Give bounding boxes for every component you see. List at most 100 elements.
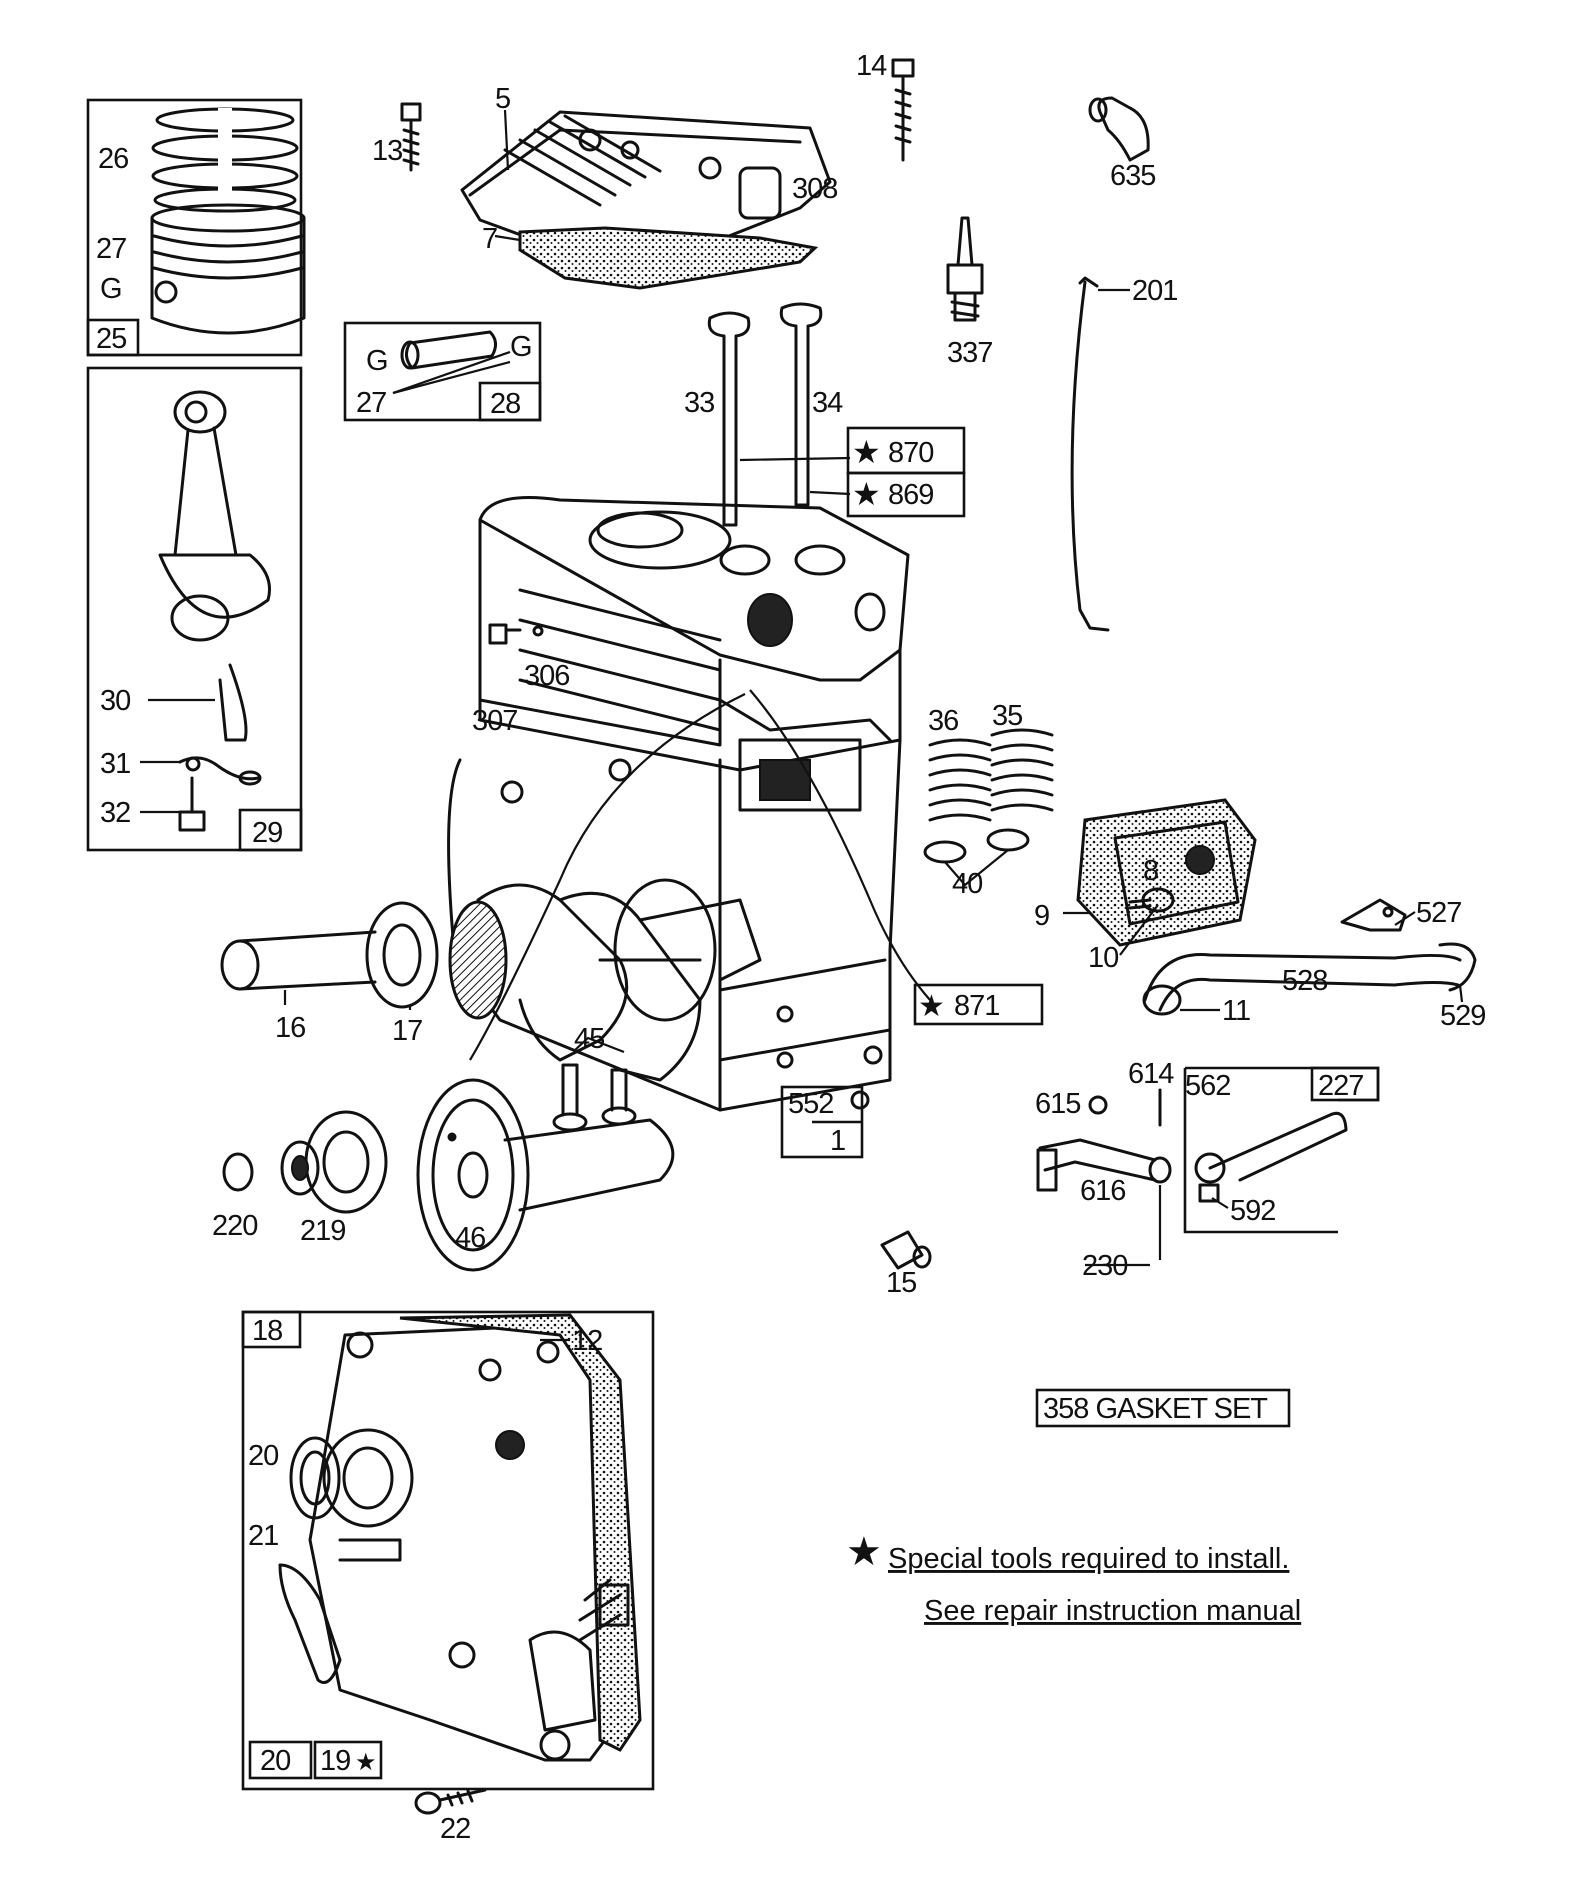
- callout-870: 870: [888, 437, 933, 469]
- callout-201: 201: [1132, 275, 1177, 307]
- governor-crank-group: [1036, 1066, 1380, 1234]
- connecting-rod-frame: [86, 366, 303, 852]
- callout-18: 18: [252, 1315, 282, 1347]
- piston-assembly-group: [86, 98, 306, 357]
- callout-13: 13: [372, 135, 402, 167]
- callout-16: 16: [275, 1012, 305, 1044]
- ring-glyph-g-piston: G: [100, 273, 122, 305]
- intake-valve: [779, 302, 823, 507]
- crankshaft: [220, 883, 762, 1082]
- star-icon-870: ★: [852, 433, 881, 471]
- callout-25: 25: [96, 323, 126, 355]
- cylinder-head: [460, 110, 832, 277]
- special-tools-note: ★ Special tools required to install. See…: [846, 1529, 1301, 1627]
- crankcase-cover-frame: [241, 1310, 655, 1791]
- callout-20-seal: 20: [248, 1440, 278, 1472]
- cylinder-block: [447, 496, 910, 1112]
- breather-tube: [1142, 942, 1477, 1016]
- valve-springs: [923, 728, 1054, 887]
- callout-562: 562: [1185, 1070, 1230, 1102]
- callout-40: 40: [952, 868, 982, 900]
- gasket-set-label: 358 GASKET SET: [1043, 1393, 1268, 1425]
- callout-7: 7: [482, 223, 497, 255]
- callout-616: 616: [1080, 1175, 1125, 1207]
- piston-group-frame: [86, 98, 303, 357]
- breather-assembly: [1076, 798, 1257, 947]
- callout-11: 11: [1222, 995, 1250, 1027]
- callout-32: 32: [100, 797, 130, 829]
- callout-45: 45: [574, 1023, 604, 1055]
- callout-22: 22: [440, 1813, 470, 1845]
- star-icon-869: ★: [852, 475, 881, 513]
- exhaust-valve: [707, 311, 751, 527]
- drain-plug: [880, 1230, 932, 1270]
- piston-pin-group: [343, 321, 542, 422]
- breather-tube-871: [749, 689, 931, 1001]
- callout-box-28: [478, 381, 542, 422]
- spark-plug-boot: [1088, 96, 1150, 162]
- ring-glyph-g-pin-right: G: [510, 331, 532, 363]
- thrust-washer: [222, 1152, 254, 1192]
- star-icon: ★: [846, 1529, 882, 1575]
- callout-36: 36: [928, 705, 958, 737]
- head-bolt-13: [400, 102, 422, 172]
- callout-635: 635: [1110, 160, 1155, 192]
- callout-614: 614: [1128, 1058, 1174, 1090]
- callout-220: 220: [212, 1210, 257, 1242]
- rod-bolt: [178, 776, 206, 832]
- callout-34: 34: [812, 387, 843, 419]
- callout-9: 9: [1034, 900, 1049, 932]
- callout-552: 552: [788, 1088, 833, 1120]
- connecting-rod-group: [86, 366, 303, 852]
- callout-28: 28: [490, 388, 520, 420]
- callout-15: 15: [886, 1267, 916, 1299]
- callout-35: 35: [992, 700, 1022, 732]
- callout-1: 1: [830, 1125, 845, 1157]
- callout-27-piston: 27: [96, 233, 126, 265]
- piston-pin-frame: [343, 321, 542, 422]
- callout-33: 33: [684, 387, 714, 419]
- callout-306: 306: [524, 660, 569, 692]
- callout-230: 230: [1082, 1250, 1127, 1282]
- callout-21: 21: [248, 1520, 278, 1552]
- cover-bolt-22: [414, 1788, 487, 1815]
- head-bolt-14: [891, 58, 915, 162]
- cylinder-plug-307: [488, 623, 544, 645]
- oil-seal: [289, 1436, 341, 1520]
- callout-227: 227: [1318, 1070, 1363, 1102]
- callout-box-18: [241, 1310, 302, 1349]
- callout-219: 219: [300, 1215, 345, 1247]
- callout-871: 871: [954, 990, 999, 1022]
- oil-slinger: [278, 1563, 342, 1684]
- callout-box-227: [1310, 1066, 1380, 1102]
- callout-592: 592: [1230, 1195, 1275, 1227]
- piston: [150, 203, 306, 335]
- crank-gear: [280, 1110, 388, 1214]
- star-icon-871: ★: [918, 989, 945, 1024]
- callout-10: 10: [1088, 942, 1118, 974]
- special-tools-note-line1: Special tools required to install.: [888, 1543, 1289, 1575]
- callout-527: 527: [1416, 897, 1461, 929]
- callout-box-25: [86, 318, 140, 357]
- cam-gear: [416, 1078, 675, 1272]
- gasket-set-frame: [1035, 1388, 1291, 1428]
- callout-5: 5: [495, 83, 510, 115]
- piston-rings: [151, 107, 299, 213]
- cylinder-head-gasket: [518, 226, 819, 290]
- callout-box-20-bottom: [248, 1740, 313, 1780]
- callout-528: 528: [1282, 965, 1327, 997]
- callout-8: 8: [1143, 855, 1158, 887]
- callout-17: 17: [392, 1015, 422, 1047]
- piston-pin: [405, 330, 497, 370]
- breather-clip: [1340, 898, 1407, 932]
- callout-307: 307: [472, 705, 517, 737]
- callout-14: 14: [856, 50, 887, 82]
- callout-box-19: [313, 1740, 383, 1780]
- callout-box-871: [913, 983, 1044, 1026]
- callout-12: 12: [572, 1325, 602, 1357]
- crankcase-cover: [308, 1313, 642, 1762]
- governor-link: [1070, 276, 1110, 632]
- callout-box-869: [846, 471, 966, 518]
- connecting-rod: [158, 390, 271, 742]
